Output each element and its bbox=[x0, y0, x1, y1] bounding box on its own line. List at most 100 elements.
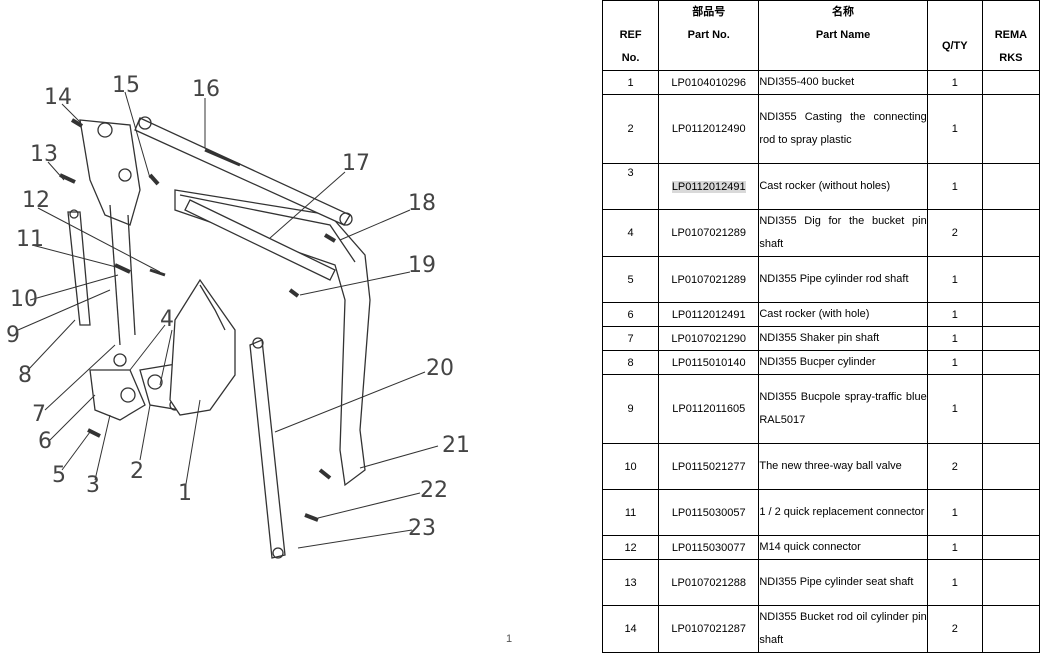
table-row: 4 LP0107021289 NDI355 Dig for the bucket… bbox=[601, 209, 1041, 257]
ref-cell: 4 bbox=[601, 209, 660, 257]
qty-cell: 1 bbox=[926, 163, 983, 210]
header-ref: REF No. bbox=[601, 0, 660, 71]
remarks-cell bbox=[981, 326, 1041, 351]
part-name-cell: NDI355 Bucket rod oil cylinder pin shaft bbox=[758, 605, 928, 653]
qty-cell: 1 bbox=[926, 559, 983, 606]
ref-cell: 8 bbox=[601, 350, 660, 375]
part-name-cell: Cast rocker (with hole) bbox=[758, 302, 928, 327]
part-name-cell: 1 / 2 quick replacement connector bbox=[758, 489, 928, 536]
header-qty: Q/TY bbox=[926, 0, 983, 71]
ref-cell: 2 bbox=[601, 94, 660, 164]
callout-13: 13 bbox=[30, 142, 58, 167]
table-row: 9 LP0112011605 NDI355 Bucpole spray-traf… bbox=[601, 374, 1041, 444]
qty-cell: 1 bbox=[926, 489, 983, 536]
qty-cell: 1 bbox=[926, 374, 983, 444]
qty-cell: 1 bbox=[926, 256, 983, 303]
table-row: 3 LP0112012491 Cast rocker (without hole… bbox=[601, 163, 1041, 210]
qty-cell: 1 bbox=[926, 535, 983, 560]
part-no-cell: LP0112012490 bbox=[658, 94, 760, 164]
qty-cell: 1 bbox=[926, 326, 983, 351]
callout-1: 1 bbox=[178, 481, 192, 506]
part-no-cell: LP0107021287 bbox=[658, 605, 760, 653]
callout-2: 2 bbox=[130, 459, 144, 484]
part-no-cell: LP0107021289 bbox=[658, 209, 760, 257]
qty-cell: 2 bbox=[926, 209, 983, 257]
exploded-parts-diagram: 14 15 16 13 17 12 18 11 10 19 9 8 4 7 20… bbox=[6, 73, 470, 559]
ref-cell: 9 bbox=[601, 374, 660, 444]
callout-11: 11 bbox=[16, 227, 44, 252]
ref-cell: 6 bbox=[601, 302, 660, 327]
table-row: 13 LP0107021288 NDI355 Pipe cylinder sea… bbox=[601, 559, 1041, 606]
ref-cell: 13 bbox=[601, 559, 660, 606]
part-name-cell: NDI355 Bucpole spray-traffic blue RAL501… bbox=[758, 374, 928, 444]
part-name-cell: NDI355 Pipe cylinder rod shaft bbox=[758, 256, 928, 303]
callout-12: 12 bbox=[22, 188, 50, 213]
callout-22: 22 bbox=[420, 478, 448, 503]
table-row: 14 LP0107021287 NDI355 Bucket rod oil cy… bbox=[601, 605, 1041, 653]
remarks-cell bbox=[981, 163, 1041, 210]
header-part-name: 名称 Part Name bbox=[758, 0, 928, 71]
ref-cell: 7 bbox=[601, 326, 660, 351]
callout-6: 6 bbox=[38, 429, 52, 454]
callout-23: 23 bbox=[408, 516, 436, 541]
callout-21: 21 bbox=[442, 433, 470, 458]
callout-20: 20 bbox=[426, 356, 454, 381]
remarks-cell bbox=[981, 605, 1041, 653]
table-row: 5 LP0107021289 NDI355 Pipe cylinder rod … bbox=[601, 256, 1041, 303]
part-name-cell: NDI355 Dig for the bucket pin shaft bbox=[758, 209, 928, 257]
remarks-cell bbox=[981, 443, 1041, 490]
part-name-cell: NDI355 Casting the connecting rod to spr… bbox=[758, 94, 928, 164]
table-header-row: REF No. 部品号 Part No. 名称 Part Name Q/TY R… bbox=[601, 0, 1041, 71]
qty-cell: 2 bbox=[926, 443, 983, 490]
callout-15: 15 bbox=[112, 73, 140, 98]
part-name-cell: NDI355-400 bucket bbox=[758, 70, 928, 95]
part-no-cell: LP0112012491 bbox=[658, 302, 760, 327]
part-name-cell: M14 quick connector bbox=[758, 535, 928, 560]
callout-17: 17 bbox=[342, 151, 370, 176]
table-row: 7 LP0107021290 NDI355 Shaker pin shaft 1 bbox=[601, 326, 1041, 351]
ref-cell: 11 bbox=[601, 489, 660, 536]
table-row: 6 LP0112012491 Cast rocker (with hole) 1 bbox=[601, 302, 1041, 327]
header-remarks: REMA RKS bbox=[981, 0, 1041, 71]
ref-cell: 5 bbox=[601, 256, 660, 303]
ref-cell: 12 bbox=[601, 535, 660, 560]
qty-cell: 1 bbox=[926, 350, 983, 375]
ref-cell: 1 bbox=[601, 70, 660, 95]
remarks-cell bbox=[981, 256, 1041, 303]
callout-18: 18 bbox=[408, 191, 436, 216]
callout-14: 14 bbox=[44, 85, 72, 110]
callout-10: 10 bbox=[10, 287, 38, 312]
part-no-cell: LP0112012491 bbox=[658, 163, 760, 210]
qty-cell: 1 bbox=[926, 70, 983, 95]
ref-cell: 10 bbox=[601, 443, 660, 490]
table-row: 11 LP0115030057 1 / 2 quick replacement … bbox=[601, 489, 1041, 536]
remarks-cell bbox=[981, 535, 1041, 560]
parts-table: REF No. 部品号 Part No. 名称 Part Name Q/TY R… bbox=[601, 0, 1041, 653]
callout-7: 7 bbox=[32, 402, 46, 427]
remarks-cell bbox=[981, 302, 1041, 327]
remarks-cell bbox=[981, 489, 1041, 536]
remarks-cell bbox=[981, 70, 1041, 95]
ref-cell: 14 bbox=[601, 605, 660, 653]
remarks-cell bbox=[981, 374, 1041, 444]
callout-5: 5 bbox=[52, 463, 66, 488]
highlighted-part-no: LP0112012491 bbox=[671, 180, 746, 193]
table-row: 1 LP0104010296 NDI355-400 bucket 1 bbox=[601, 70, 1041, 95]
qty-cell: 1 bbox=[926, 302, 983, 327]
callout-19: 19 bbox=[408, 253, 436, 278]
remarks-cell bbox=[981, 94, 1041, 164]
part-no-cell: LP0115010140 bbox=[658, 350, 760, 375]
remarks-cell bbox=[981, 559, 1041, 606]
table-row: 2 LP0112012490 NDI355 Casting the connec… bbox=[601, 94, 1041, 164]
callout-9: 9 bbox=[6, 323, 20, 348]
callout-4: 4 bbox=[160, 307, 174, 332]
ref-cell: 3 bbox=[601, 163, 660, 210]
remarks-cell bbox=[981, 209, 1041, 257]
remarks-cell bbox=[981, 350, 1041, 375]
part-name-cell: NDI355 Pipe cylinder seat shaft bbox=[758, 559, 928, 606]
qty-cell: 2 bbox=[926, 605, 983, 653]
part-no-cell: LP0115030077 bbox=[658, 535, 760, 560]
page-number: 1 bbox=[506, 633, 513, 645]
part-no-cell: LP0107021288 bbox=[658, 559, 760, 606]
callout-8: 8 bbox=[18, 363, 32, 388]
